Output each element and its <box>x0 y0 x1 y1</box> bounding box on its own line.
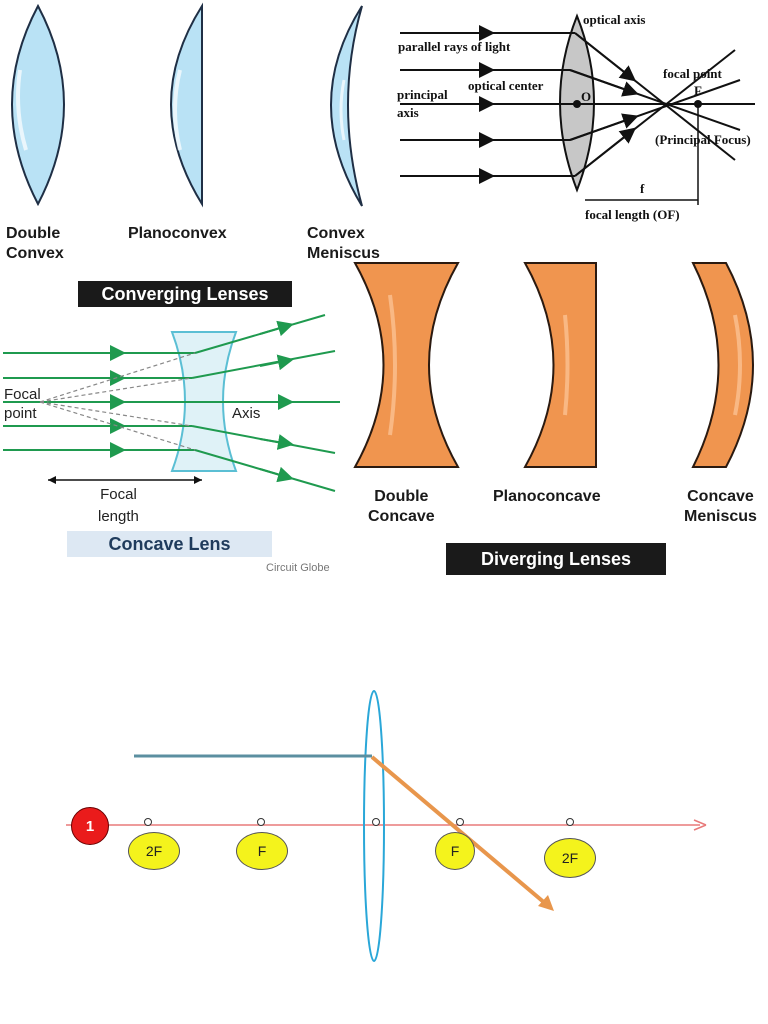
principal-axis-label: principal axis <box>397 87 448 120</box>
convex-meniscus-lens <box>330 5 363 207</box>
concave-lens-banner: Concave Lens <box>67 531 272 557</box>
focal-length-label: focal length (OF) <box>585 207 680 222</box>
focal-letter-label: F <box>694 83 702 98</box>
double-convex-label: Double Convex <box>6 225 64 262</box>
concave-focal-length-label: Focal length <box>98 486 139 525</box>
marker-2f-left: 2F <box>128 832 180 870</box>
concave-lens-ray-diagram <box>3 314 340 492</box>
planoconvex-lens <box>170 2 203 208</box>
marker-2f-right: 2F <box>544 838 596 878</box>
planoconcave-lens <box>523 262 597 468</box>
parallel-rays-label: parallel rays of light <box>398 39 511 54</box>
marker-f-right: F <box>435 832 475 870</box>
marker-f-left: F <box>236 832 288 870</box>
convex-ray-diagram <box>66 690 707 962</box>
optical-center-label: optical center <box>468 78 544 93</box>
concave-meniscus-lens <box>691 262 754 468</box>
focal-point-label: focal point <box>663 66 722 81</box>
f-label: f <box>640 181 645 196</box>
concave-axis-label: Axis <box>232 405 261 422</box>
diverging-lenses-banner: Diverging Lenses <box>446 543 666 575</box>
double-convex-lens <box>11 3 65 207</box>
planoconcave-label: Planoconcave <box>493 488 601 505</box>
step-badge: 1 <box>71 807 109 845</box>
concave-meniscus-label: Concave Meniscus <box>684 488 757 525</box>
diverging-lenses-drawing <box>353 262 754 468</box>
concave-focal-point-label: Focal point <box>4 386 41 422</box>
planoconvex-label: Planoconvex <box>128 225 227 242</box>
double-concave-label: Double Concave <box>368 488 435 525</box>
converging-lenses-banner: Converging Lenses <box>78 281 292 307</box>
optical-axis-label: optical axis <box>583 12 646 27</box>
convex-meniscus-label: Convex Meniscus <box>307 225 380 262</box>
principal-focus-diagram <box>400 13 755 205</box>
principal-focus-label: (Principal Focus) <box>655 132 751 147</box>
credit-label: Circuit Globe <box>266 562 330 574</box>
center-point-label: O <box>581 89 592 104</box>
converging-lenses-drawing <box>11 2 363 208</box>
double-concave-lens <box>353 262 460 468</box>
